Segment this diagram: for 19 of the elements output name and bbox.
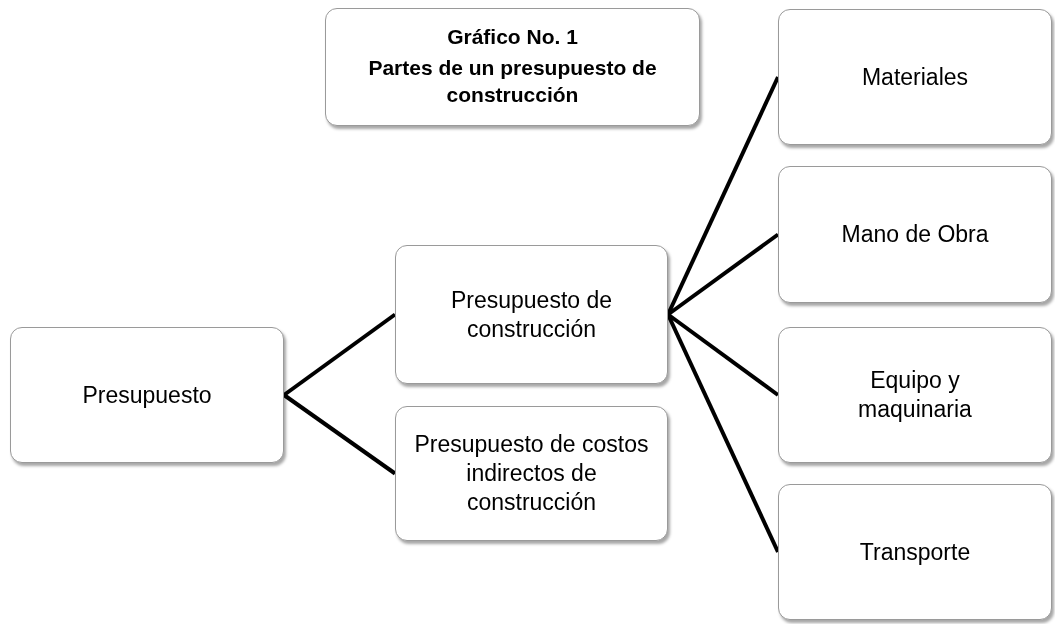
connector-line bbox=[282, 312, 397, 397]
process-box bbox=[395, 245, 668, 384]
box-label: Equipo y maquinaria bbox=[857, 366, 973, 424]
process-box bbox=[778, 166, 1052, 303]
title-box bbox=[325, 8, 700, 126]
box-label: Mano de Obra bbox=[841, 220, 989, 249]
box-label: Presupuesto de construcción bbox=[449, 285, 614, 344]
process-box bbox=[395, 406, 668, 541]
chart-title: Partes de un presupuesto de construcción bbox=[367, 54, 658, 108]
box-label: Materiales bbox=[861, 62, 969, 92]
process-box bbox=[778, 9, 1052, 145]
box-label: Presupuesto de costos indirectos de construcción bbox=[413, 430, 650, 517]
process-box bbox=[10, 327, 284, 463]
connector-line bbox=[282, 393, 397, 476]
process-box bbox=[778, 484, 1052, 620]
process-box bbox=[778, 327, 1052, 463]
box-label: Presupuesto bbox=[82, 380, 212, 410]
chart-number: Gráfico No. 1 bbox=[447, 23, 578, 50]
box-label: Transporte bbox=[859, 537, 971, 567]
